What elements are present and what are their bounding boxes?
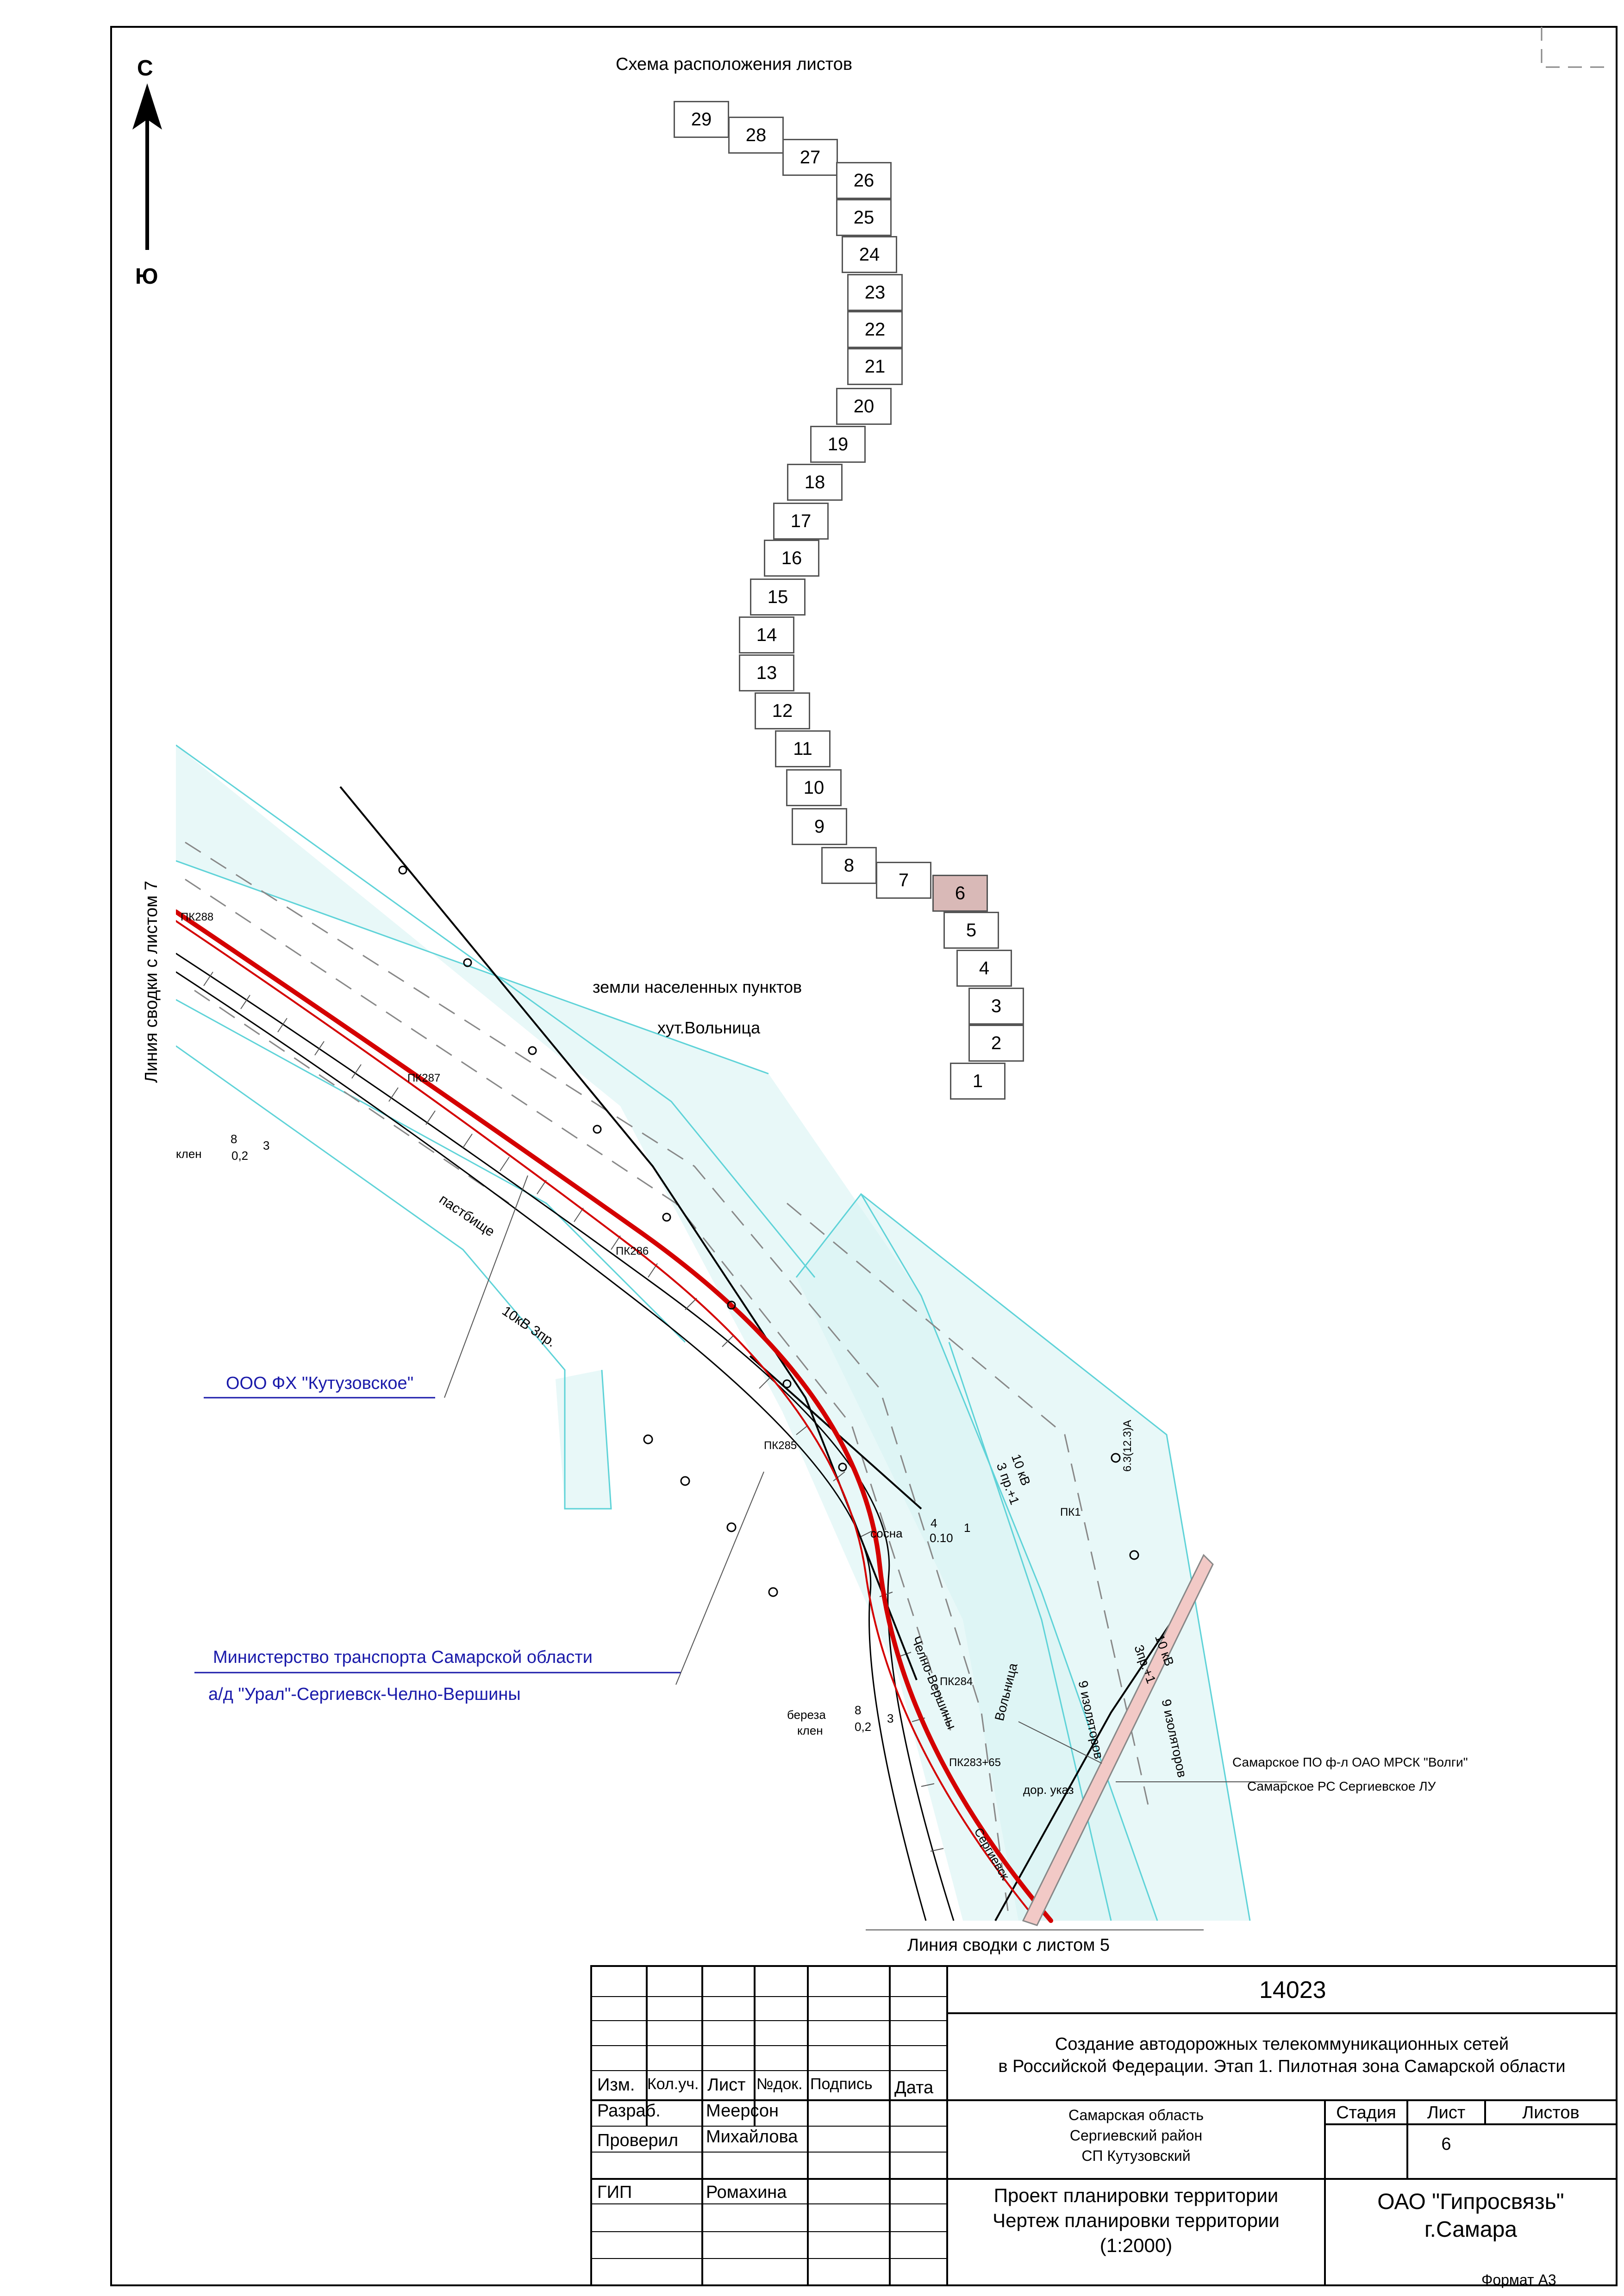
sheet-label: Лист	[1427, 2103, 1466, 2122]
owner-underline-2	[194, 1672, 681, 1674]
sheet-cell-22: 22	[847, 311, 903, 348]
name-gip: Ромахина	[706, 2183, 787, 2202]
owner-label-ministry: Министерство транспорта Самарской област…	[213, 1648, 593, 1667]
settlement-label: хут.Вольница	[657, 1018, 761, 1037]
sheet-cell-12: 12	[755, 692, 810, 729]
picket-287: ПК287	[407, 1072, 441, 1084]
picket-1: ПК1	[1060, 1506, 1081, 1518]
role-developer: Разраб.	[597, 2101, 661, 2121]
zone-right-strip	[796, 1194, 1250, 1921]
project-title-line2: в Российской Федерации. Этап 1. Пилотная…	[998, 2057, 1566, 2076]
header-signature: Подпись	[810, 2075, 873, 2093]
sheet-cell-19: 19	[810, 426, 866, 463]
location-settlement: СП Кутузовский	[1081, 2147, 1191, 2164]
sheets-label: Листов	[1522, 2103, 1580, 2122]
sheet-cell-10: 10	[786, 769, 842, 806]
sheet-cell-29: 29	[674, 101, 729, 138]
sheet-cell-25: 25	[836, 199, 892, 236]
owner-label-road: а/д "Урал"-Сергиевск-Челно-Вершины	[208, 1685, 521, 1704]
drawing-title-line1: Проект планировки территории	[993, 2184, 1279, 2206]
picket-288: ПК288	[181, 911, 214, 923]
stage-label: Стадия	[1336, 2103, 1396, 2122]
sheet-cell-5: 5	[943, 912, 999, 949]
sheet-cell-16: 16	[764, 540, 819, 577]
header-change: Изм.	[597, 2075, 635, 2095]
sheet-cell-18: 18	[787, 464, 843, 501]
tree-1-count: 8	[231, 1132, 237, 1146]
tree-2-class: 1	[964, 1521, 971, 1535]
match-line-bottom: Линия сводки с листом 5	[907, 1935, 1110, 1955]
north-arrow-icon	[132, 83, 162, 250]
sheet-cell-27: 27	[782, 139, 838, 176]
sheet-cell-2: 2	[968, 1025, 1024, 1062]
tree-3-class: 3	[887, 1711, 894, 1725]
sheet-cell-21: 21	[847, 348, 903, 385]
sheet-cell-6: 6	[932, 875, 988, 912]
land-category-label: земли населенных пунктов	[593, 977, 802, 996]
header-sheet: Лист	[707, 2075, 746, 2095]
location-district: Сергиевский район	[1069, 2127, 1203, 2144]
header-docno: №док.	[756, 2075, 803, 2093]
picket-286: ПК286	[616, 1245, 649, 1257]
organization-city: г.Самара	[1424, 2217, 1517, 2242]
tree-3-name-a: береза	[787, 1708, 826, 1722]
header-count: Кол.уч.	[647, 2075, 699, 2093]
zone-left-strip	[176, 745, 1157, 1921]
owner-label-mrsk: Самарское ПО ф-л ОАО МРСК "Волги"	[1232, 1755, 1468, 1769]
tree-1-name: клен	[176, 1147, 202, 1161]
sheet-cell-26: 26	[836, 162, 892, 199]
tree-1-height: 0,2	[231, 1149, 249, 1163]
project-title-line1: Создание автодорожных телекоммуникационн…	[1055, 2035, 1509, 2054]
tree-3-name-b: клен	[797, 1724, 823, 1737]
owner-label-rs: Самарское РС Сергиевское ЛУ	[1247, 1779, 1436, 1793]
header-date: Дата	[894, 2078, 934, 2097]
south-label: Ю	[135, 264, 158, 289]
sheet-cell-14: 14	[739, 616, 794, 653]
paper-format: Формат А3	[1481, 2271, 1556, 2288]
sheet-layout-title: Схема расположения листов	[616, 55, 853, 74]
tree-1-class: 3	[263, 1139, 270, 1152]
picket-285: ПК285	[764, 1439, 797, 1452]
sheet-cell-3: 3	[968, 988, 1024, 1025]
sheet-number: 6	[1441, 2134, 1451, 2154]
sheet-cell-11: 11	[775, 730, 831, 767]
picket-283: ПК283+65	[949, 1756, 1001, 1769]
sheet-cell-13: 13	[739, 654, 794, 691]
zone-small	[556, 1370, 611, 1509]
location-region: Самарская область	[1068, 2107, 1204, 2123]
drawing-title-line2: Чертеж планировки территории	[993, 2209, 1280, 2231]
sheet-cell-17: 17	[773, 503, 829, 540]
role-checker: Проверил	[597, 2131, 679, 2150]
project-code: 14023	[1259, 1977, 1326, 2004]
sheet-cell-9: 9	[792, 808, 847, 845]
tree-2-height: 0.10	[930, 1531, 953, 1545]
name-developer: Меерсон	[706, 2101, 779, 2121]
drawing-scale: (1:2000)	[1099, 2234, 1173, 2256]
tree-3-height: 0,2	[855, 1720, 872, 1734]
sheet-cell-15: 15	[750, 579, 806, 616]
name-checker: Михайлова	[706, 2127, 798, 2147]
tree-2-count: 4	[931, 1516, 937, 1530]
sheet-cell-7: 7	[876, 862, 931, 899]
sheet-cell-28: 28	[728, 117, 784, 154]
sheet-cell-1: 1	[950, 1063, 1006, 1100]
tree-3-count: 8	[855, 1703, 862, 1717]
road-sign-label: дор. указ	[1023, 1783, 1074, 1797]
north-label: С	[137, 56, 153, 81]
sheet-cell-24: 24	[842, 236, 897, 273]
owner-underline-1	[204, 1397, 435, 1399]
tree-2-name: сосна	[870, 1526, 903, 1540]
organization-name: ОАО "Гипросвязь"	[1377, 2190, 1564, 2214]
picket-284: ПК284	[940, 1675, 973, 1688]
role-gip: ГИП	[597, 2183, 632, 2202]
sheet-cell-20: 20	[836, 388, 892, 425]
owner-label-kutuzovskoe: ООО ФХ "Кутузовское"	[226, 1374, 414, 1393]
sheet-cell-4: 4	[956, 950, 1012, 987]
sheet-cell-23: 23	[847, 274, 903, 311]
